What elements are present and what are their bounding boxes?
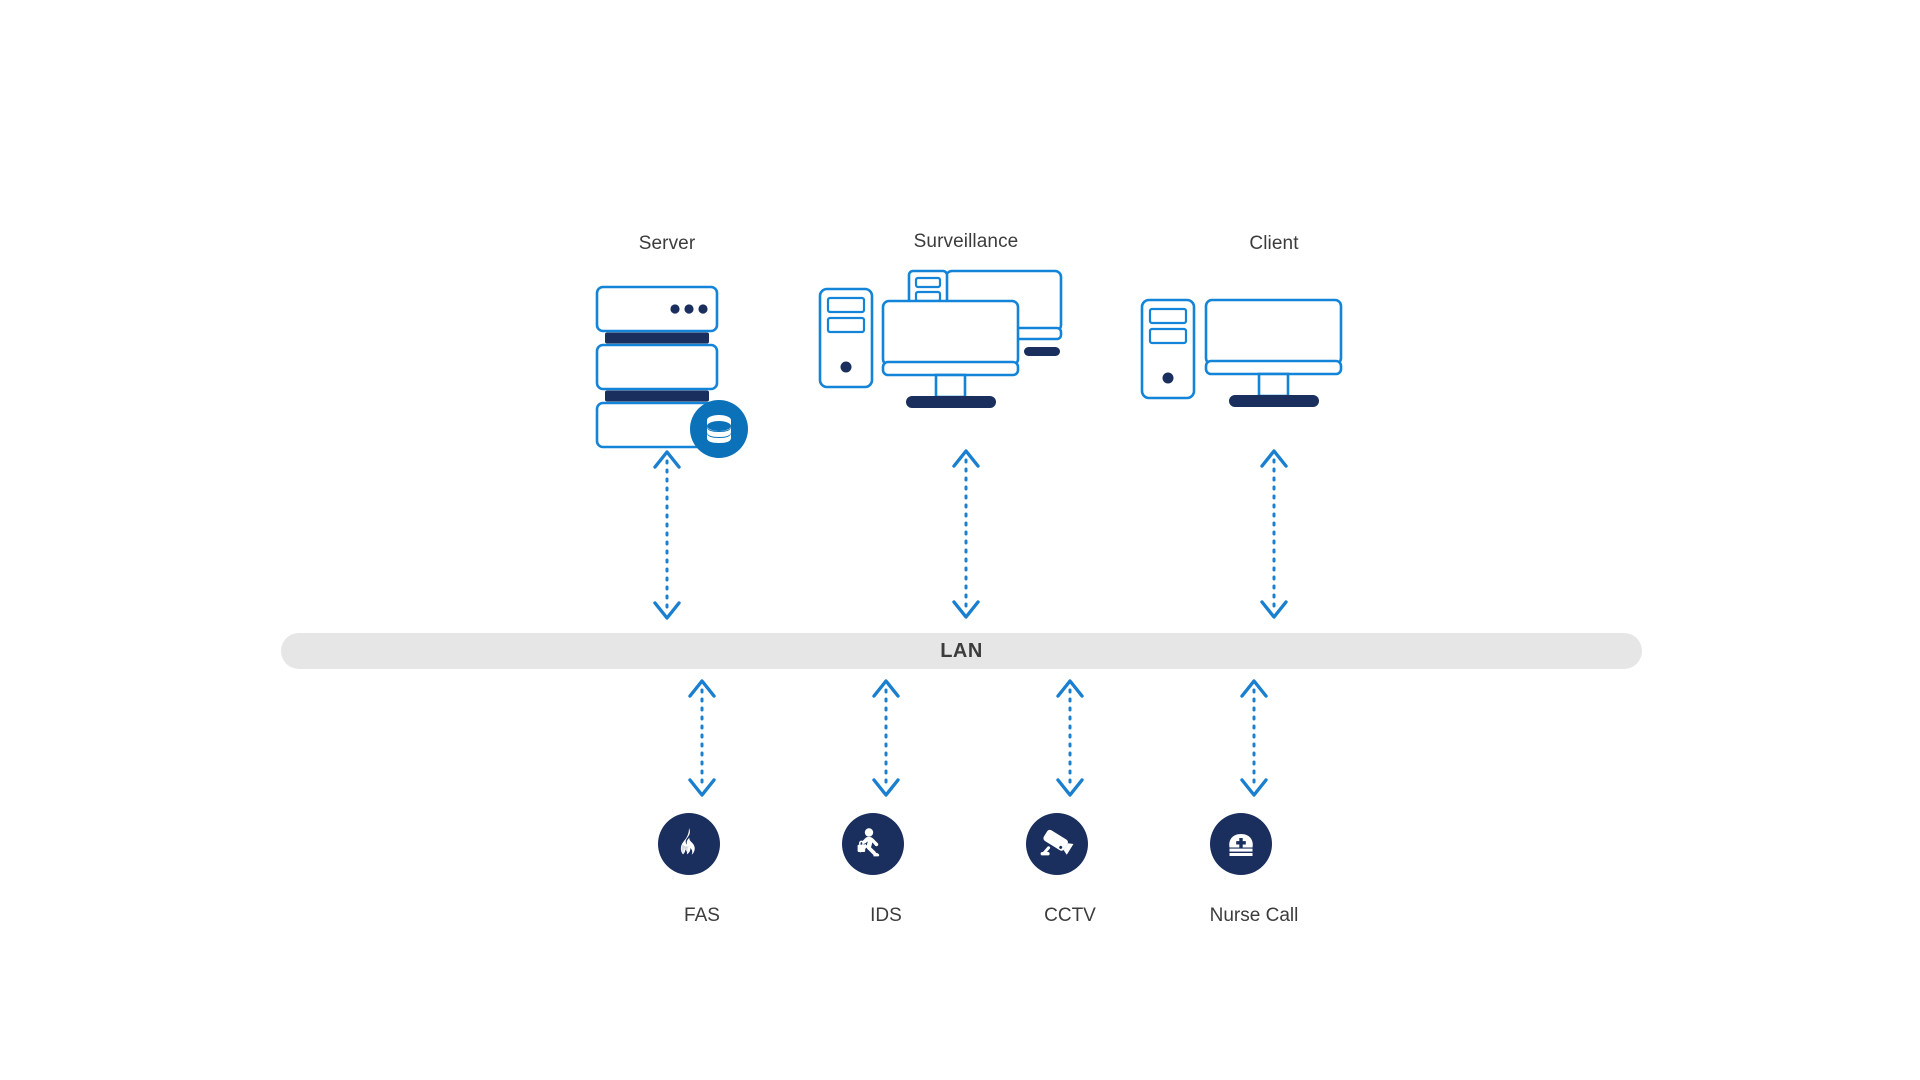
nurse-cap-icon[interactable] [1210, 813, 1272, 875]
security-camera-icon[interactable] [1026, 813, 1088, 875]
surveillance-workstation-icon[interactable] [818, 265, 1068, 425]
connector-surveillance-to-lan [943, 444, 989, 624]
node-label-surveillance: Surveillance [913, 231, 1019, 252]
desktop-workstation-icon[interactable] [1140, 298, 1355, 428]
connector-lan-to-cctv [1047, 675, 1093, 801]
lan-backbone-bar[interactable]: LAN [281, 633, 1642, 669]
connector-client-to-lan [1251, 444, 1297, 624]
device-label-nurse-call: Nurse Call [1209, 905, 1299, 926]
database-icon[interactable] [690, 400, 748, 458]
node-label-client: Client [1249, 233, 1299, 254]
connector-lan-to-nurse-call [1231, 675, 1277, 801]
device-label-fas: FAS [684, 905, 720, 926]
flame-icon[interactable] [658, 813, 720, 875]
device-label-ids: IDS [870, 905, 902, 926]
connector-server-to-lan [644, 445, 690, 625]
connector-lan-to-fas [679, 675, 725, 801]
connector-lan-to-ids [863, 675, 909, 801]
node-label-server: Server [638, 233, 696, 254]
server-rack-icon[interactable] [595, 285, 755, 449]
intruder-running-icon[interactable] [842, 813, 904, 875]
lan-backbone-label: LAN [940, 639, 983, 662]
device-label-cctv: CCTV [1044, 905, 1096, 926]
